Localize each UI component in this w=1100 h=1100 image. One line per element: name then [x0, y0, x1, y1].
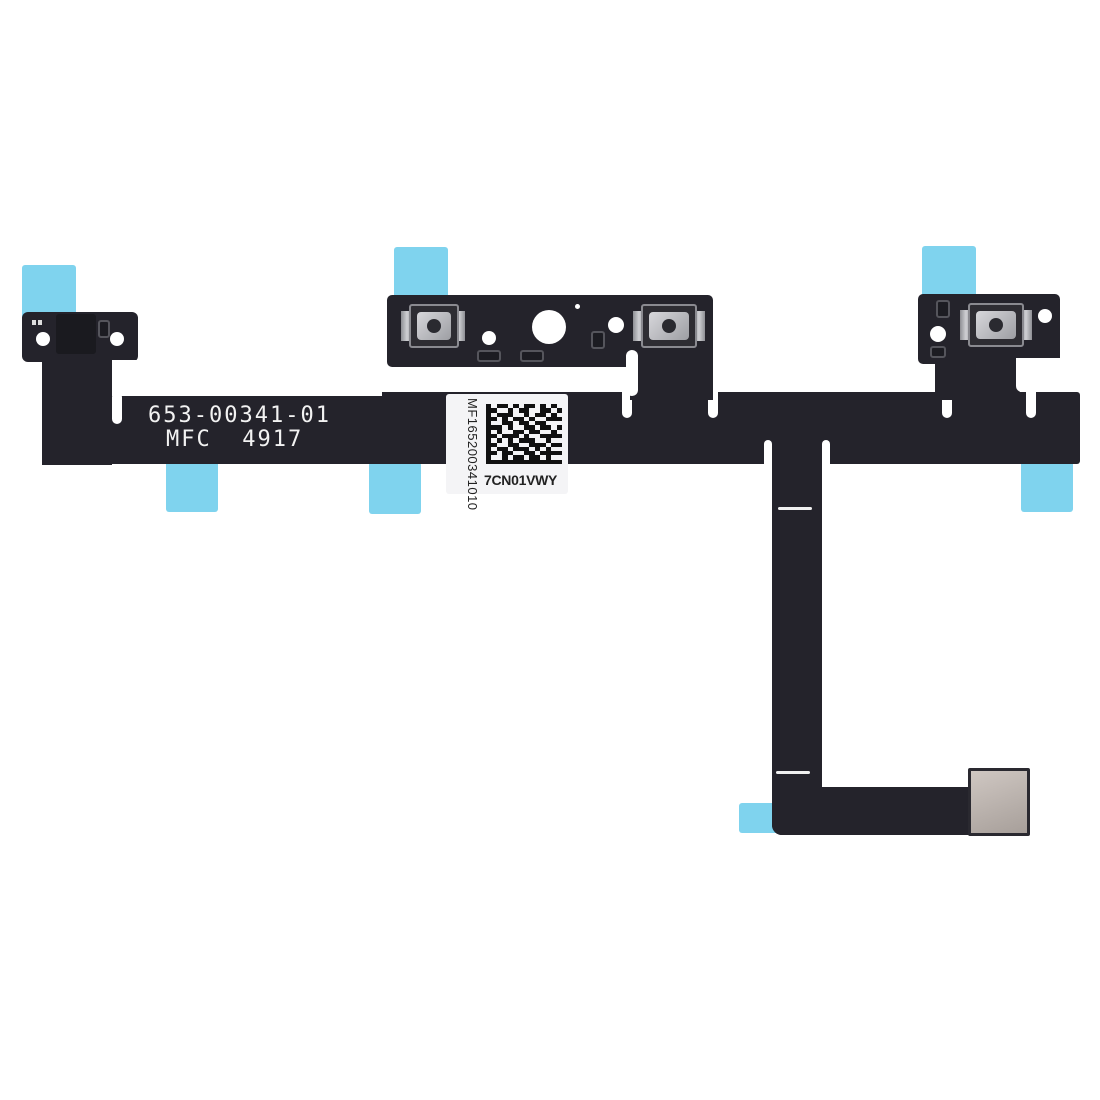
vertical-drop-strip: [772, 440, 822, 835]
adhesive-tape: [922, 246, 976, 298]
right-button-head: [918, 294, 1060, 364]
middle-button-head: [387, 295, 713, 367]
adhesive-tape: [166, 460, 218, 512]
adhesive-tape: [394, 247, 448, 299]
alignment-mark: [776, 771, 810, 774]
sensor-chip: [56, 314, 96, 354]
middle-head-tab: [630, 360, 713, 400]
datamatrix-code: [486, 404, 562, 464]
adhesive-tape: [22, 265, 76, 320]
alignment-mark: [778, 507, 812, 510]
volume-down-button: [641, 304, 697, 348]
power-button: [968, 303, 1024, 347]
sticker-vertical-code: MF165200341010: [465, 398, 480, 511]
right-head-neck: [935, 360, 1020, 400]
barcode-sticker: MF165200341010 7CN01VWY: [446, 394, 568, 511]
sticker-bottom-code: 7CN01VWY: [484, 472, 558, 488]
connector-stiffener: [968, 768, 1030, 836]
adhesive-tape: [1021, 460, 1073, 512]
adhesive-tape: [369, 462, 421, 514]
maker-code-print: MFC 4917: [166, 427, 304, 452]
part-number-print: 653-00341-01: [148, 403, 331, 428]
left-sensor-head: [22, 312, 138, 362]
volume-up-button: [409, 304, 459, 348]
